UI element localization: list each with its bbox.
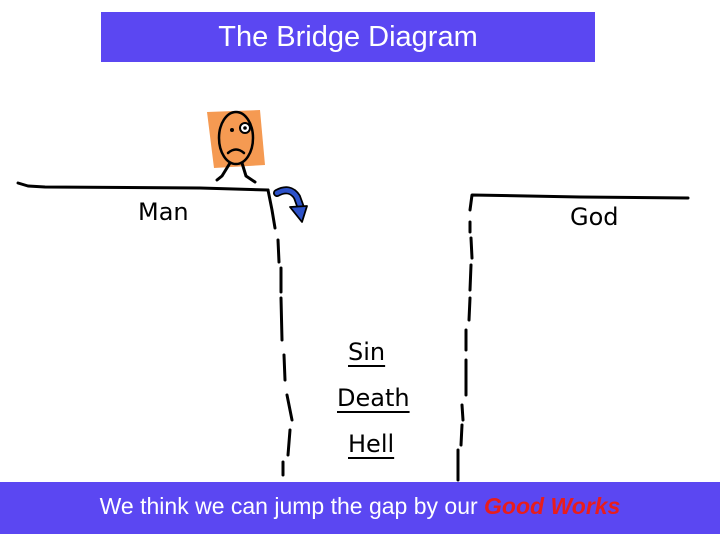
- death-label: Death: [337, 384, 410, 412]
- caption-text: We think we can jump the gap by our: [99, 493, 485, 519]
- curved-arrow-icon: [273, 186, 308, 223]
- left-cliff: [16, 181, 294, 477]
- hell-label: Hell: [348, 430, 395, 458]
- page-title: The Bridge Diagram: [101, 12, 595, 62]
- caption-highlight: Good Works: [484, 493, 621, 519]
- caption-bar: We think we can jump the gap by our Good…: [0, 482, 720, 534]
- right-cliff: [456, 193, 690, 482]
- man-label: Man: [138, 198, 189, 226]
- god-label: God: [570, 203, 619, 231]
- sin-label: Sin: [348, 338, 386, 366]
- worried-person-icon: [207, 110, 265, 184]
